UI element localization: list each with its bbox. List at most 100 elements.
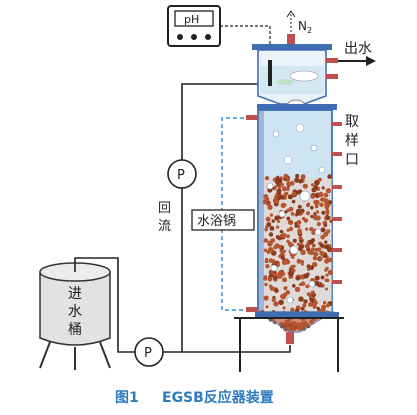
sludge-granule [323,198,329,204]
sludge-granule [273,301,279,307]
inlet-pump: P [134,337,164,367]
water-bath-loop [221,117,258,311]
sludge-granule [269,226,275,231]
sludge-granule [290,212,295,216]
sludge-granule [285,290,291,295]
gas-bubble [286,296,294,304]
sludge-granule [280,202,286,209]
sludge-granule [328,257,333,263]
sludge-granule [312,255,318,261]
sludge-granule [310,205,314,210]
sludge-granule [281,186,287,192]
sludge-granule [300,281,306,287]
sludge-granule [274,288,279,293]
gas-bubble [270,264,278,272]
sludge-granule [320,307,326,313]
sludge-granule [300,174,306,180]
sludge-granule [302,183,308,189]
sludge-granule [282,306,286,310]
sludge-granule [321,210,326,215]
piping [74,83,291,353]
sampling-port [332,122,342,126]
sludge-granule [287,219,294,226]
sludge-granule [307,267,311,271]
sludge-granule [264,257,269,262]
sludge-granule [277,270,283,276]
reactor-column [234,104,344,372]
sludge-granule [263,276,268,281]
sludge-granule [286,181,291,186]
sludge-granule [313,252,318,256]
sludge-granule [277,220,281,223]
recycle-pump: P [167,159,197,189]
sludge-granule [324,240,328,244]
sampling-port [332,280,342,284]
sludge-granule [300,260,305,264]
sludge-granule [274,198,280,204]
sludge-granule [264,176,270,181]
gas-label-sub: 2 [307,26,312,35]
sludge-granule [325,273,329,277]
sludge-granule [286,187,290,191]
sludge-granule [280,294,284,298]
sludge-granule [314,275,320,281]
sludge-granule [300,306,305,311]
sludge-granule [285,259,291,265]
tank-label-1: 进 [68,286,82,302]
sludge-granule [310,214,314,219]
sludge-granule [306,211,310,216]
sludge-granule [270,259,276,264]
sampling-label-3: 口 [345,152,359,168]
sludge-granule [325,209,330,213]
bath-port-top [246,115,258,120]
sludge-granule [315,215,321,221]
sludge-granule [315,210,320,214]
outlet-label: 出水 [344,41,372,57]
sludge-granule [300,262,304,266]
sludge-granule [279,229,284,234]
sludge-granule [276,188,282,194]
sludge-granule [316,306,320,310]
sludge-granule [288,271,294,277]
sludge-granule [267,247,274,253]
sludge-granule [318,177,322,182]
sludge-granule [314,301,318,305]
sludge-granule [306,292,311,297]
sampling-port [332,217,342,221]
gas-bubbles [266,123,326,304]
sludge-granule [316,222,321,227]
sludge-granule [291,199,296,204]
sludge-granule [310,194,316,199]
sludge-granule [279,182,284,187]
sludge-granule [320,227,326,233]
sludge-granule [327,269,333,275]
sludge-granule [319,243,325,248]
sludge-granule [294,224,298,228]
sludge-granule [296,258,302,264]
sludge-granule [322,300,327,305]
sampling-port [332,185,342,189]
ph-meter: pH [167,5,221,47]
sludge-granule [265,264,270,269]
sludge-granule [306,203,310,207]
sludge-granule [267,204,273,210]
sludge-granule [311,183,315,187]
sludge-granule [265,216,271,222]
sludge-granule [325,214,329,218]
sludge-granule [321,186,325,190]
sludge-granule [325,278,330,283]
sludge-granule [311,261,318,268]
sampling-label-2: 样 [345,133,359,149]
sludge-granule [288,268,292,272]
sludge-granule [318,191,324,197]
sampling-port [332,248,342,252]
gas-bubble [289,245,299,255]
sludge-granule [326,303,330,308]
sludge-granule [280,255,285,260]
gas-bubble [308,280,316,288]
feed-tank: 进 水 桶 [39,262,111,370]
sludge-granule [277,192,282,196]
sludge-granule [296,220,302,225]
tank-label-3: 桶 [68,322,82,338]
sludge-granule [298,296,304,302]
